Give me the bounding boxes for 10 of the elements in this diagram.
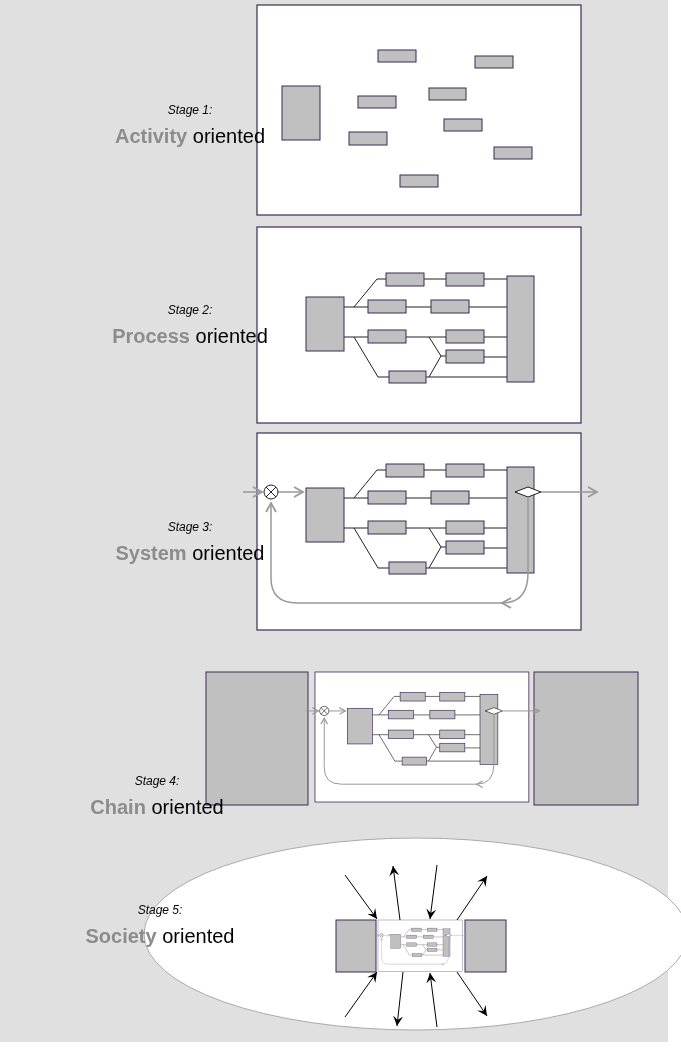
stage-title: System oriented <box>114 542 266 565</box>
stage-number: Stage 5: <box>136 903 184 917</box>
stage-title: Activity oriented <box>113 125 267 148</box>
stage-number: Stage 4: <box>133 774 181 788</box>
stage-title: Process oriented <box>111 325 269 348</box>
stage-number: Stage 1: <box>166 103 214 117</box>
stage-title: Society oriented <box>84 925 236 948</box>
stage-number: Stage 3: <box>166 520 214 534</box>
stage-number: Stage 2: <box>166 303 214 317</box>
stage-title: Chain oriented <box>89 796 225 819</box>
